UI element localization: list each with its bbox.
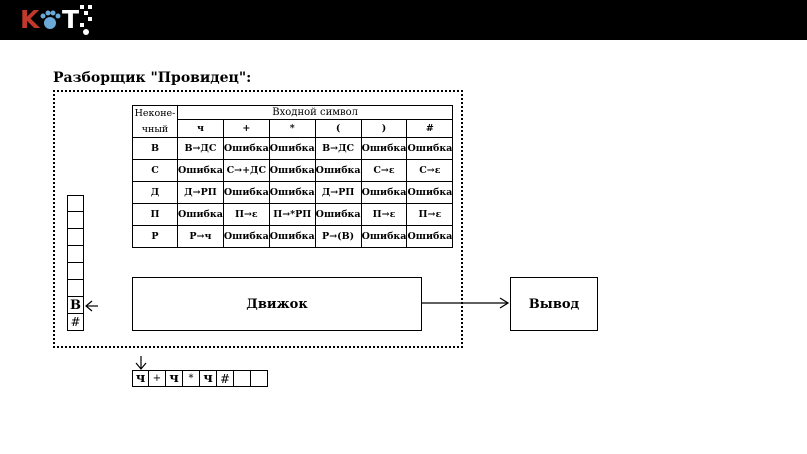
table-row: Р Р→ч Ошибка Ошибка Р→(В) Ошибка Ошибка [132, 225, 454, 248]
tape-cell: # [217, 370, 234, 387]
tape-cell: + [149, 370, 166, 387]
input-tape: ч + ч * ч # [132, 370, 268, 387]
tape-cell [234, 370, 251, 387]
stack-cell [67, 280, 84, 297]
stack: В # [67, 195, 84, 331]
tape-cell: ч [132, 370, 149, 387]
stack-cell [67, 229, 84, 246]
engine-to-output-arrow [422, 297, 510, 309]
stack-cell: В [67, 297, 84, 314]
tape-cell [251, 370, 268, 387]
output-box: Вывод [510, 277, 598, 331]
tape-head-arrow [135, 356, 147, 370]
stack-cell [67, 195, 84, 212]
logo-letter-t: T [62, 5, 80, 34]
stack-cell: # [67, 314, 84, 331]
table-cell: Ошибка [222, 225, 270, 248]
page-title: Разборщик "Провидец": [53, 70, 252, 86]
nonterminal-header-text: Неконе- чный [134, 108, 176, 135]
stack-cell [67, 263, 84, 280]
tape-cell: ч [200, 370, 217, 387]
table-row: П Ошибка П→ε П→*РП Ошибка П→ε П→ε [132, 203, 454, 226]
nonterminal-cell: Р [132, 225, 178, 248]
stack-top-pointer-arrow [85, 300, 98, 312]
table-cell: Ошибка [406, 225, 454, 248]
stack-cell [67, 212, 84, 229]
paw-icon [40, 10, 61, 29]
tape-cell: ч [166, 370, 183, 387]
pixel-paw-icon [80, 5, 92, 35]
stack-cell [67, 246, 84, 263]
tape-cell: * [183, 370, 200, 387]
parse-table: Неконе- чный Входной символ ч + * ( ) # … [132, 105, 454, 248]
top-bar: K T [0, 0, 807, 40]
logo-letter-k: K [20, 5, 40, 34]
table-cell: Р→ч [177, 225, 224, 248]
engine-box: Движок [132, 277, 422, 331]
nonterminal-cell: С [132, 159, 178, 182]
table-row: Д Д→РП Ошибка Ошибка Д→РП Ошибка Ошибка [132, 181, 454, 204]
parser-boundary [53, 90, 463, 348]
